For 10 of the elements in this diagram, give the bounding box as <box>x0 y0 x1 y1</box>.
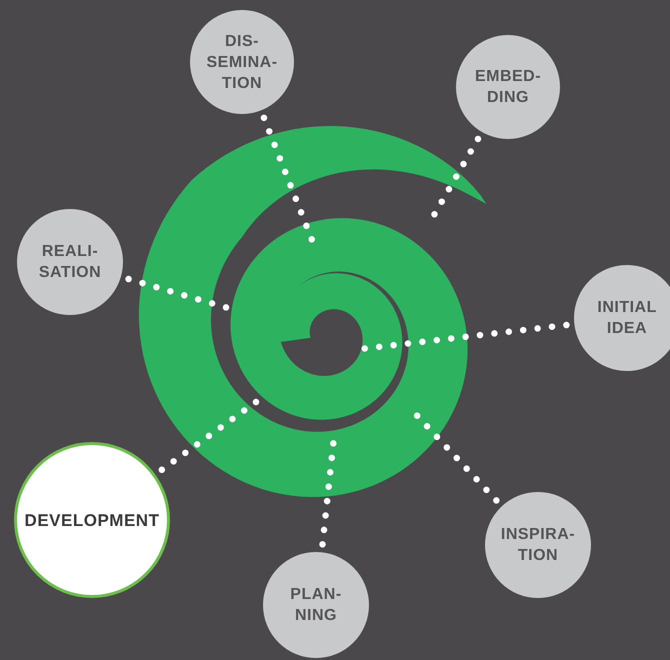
stage-label: PLAN- NING <box>290 585 342 626</box>
stage-label: EMBED- DING <box>474 67 542 108</box>
stage-label: INITIAL IDEA <box>597 298 657 339</box>
spiral-drawing <box>138 126 486 498</box>
stage-label: REALI- SATION <box>38 242 102 283</box>
stage-label: DIS- SEMINA- TION <box>206 32 278 94</box>
dotted-line <box>125 276 232 312</box>
stage-label: INSPIRA- TION <box>500 525 576 566</box>
dotted-line <box>260 114 316 244</box>
stage-label: DEVELOPMENT <box>24 510 160 530</box>
